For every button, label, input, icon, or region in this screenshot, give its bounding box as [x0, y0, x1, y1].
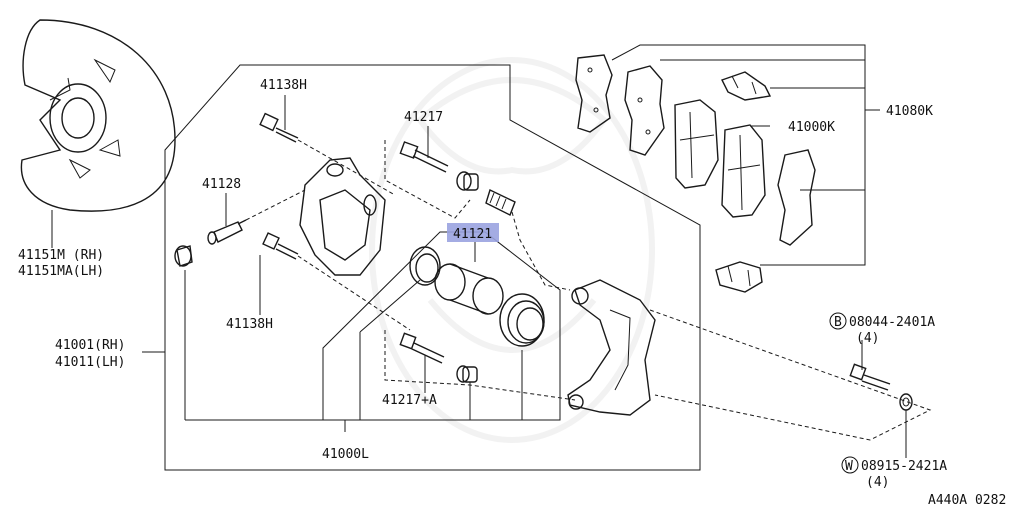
- brake-pad-inner[interactable]: [721, 124, 766, 218]
- caliper-bracket[interactable]: [567, 279, 656, 416]
- pad-kit-label: 41080K: [886, 104, 933, 119]
- bleeder-screw[interactable]: [207, 219, 247, 245]
- bleeder-cap[interactable]: [174, 245, 193, 267]
- slide-pin-low[interactable]: [399, 332, 445, 364]
- washer-w-label: 08915-2421A: [861, 459, 947, 474]
- callout-41217[interactable]: 41217: [404, 110, 443, 125]
- pin-bushing[interactable]: [485, 189, 516, 216]
- bushing-dash: [511, 211, 571, 291]
- callout-41128[interactable]: 41128: [202, 177, 241, 192]
- caliper-body[interactable]: [299, 157, 386, 276]
- callout-41151M[interactable]: 41151M (RH) 41151MA(LH): [18, 248, 104, 279]
- pin-top-label: 41217: [404, 110, 443, 125]
- pad-clip-bottom[interactable]: [715, 261, 763, 293]
- bolt-low-dash: [297, 255, 411, 331]
- dust-boot[interactable]: [499, 293, 545, 347]
- callout-08915-2421A[interactable]: W 08915-2421A (4): [841, 456, 947, 490]
- callout-08044-2401A[interactable]: B 08044-2401A (4): [829, 312, 935, 346]
- bolt-low-label: 41138H: [226, 317, 273, 332]
- piston-highlight: [447, 223, 499, 242]
- seal-kit-label: 41000L: [322, 447, 369, 462]
- shim-back[interactable]: [777, 149, 816, 246]
- bracket-bolt-dash: [649, 309, 932, 441]
- callout-41138H-top[interactable]: 41138H: [260, 78, 307, 93]
- shim-outer[interactable]: [575, 54, 613, 133]
- bolt-top-dash: [297, 139, 396, 196]
- washer-w-prefix: W: [845, 459, 853, 474]
- pad-kit-bracket: [611, 44, 866, 266]
- bleeder-label: 41128: [202, 177, 241, 192]
- callout-41000L[interactable]: 41000L: [322, 447, 369, 462]
- seal-kit-inner-2: [359, 279, 421, 333]
- watermark-emblem: [369, 57, 655, 443]
- bolt-b-qty: (4): [856, 331, 879, 346]
- pin-boot[interactable]: [456, 171, 479, 191]
- shield-lh-label: 41151MA(LH): [18, 264, 104, 279]
- caliper-rh-label: 41001(RH): [55, 338, 125, 353]
- pin-top-dash: [384, 140, 471, 219]
- pin-boot-low[interactable]: [456, 365, 478, 383]
- figure-code: A440A 0282: [928, 493, 1006, 508]
- pads-label: 41000K: [788, 120, 835, 135]
- callout-41217A[interactable]: 41217+A: [382, 393, 437, 408]
- shim-inner[interactable]: [624, 65, 665, 156]
- piston[interactable]: [434, 263, 504, 315]
- callout-41121[interactable]: 41121: [453, 227, 492, 242]
- slide-pin-top[interactable]: [399, 141, 449, 173]
- pin-low-dash: [384, 330, 576, 401]
- piston-label: 41121: [453, 227, 492, 242]
- washer-w-circle: [841, 456, 859, 474]
- bolt-b-label: 08044-2401A: [849, 315, 935, 330]
- brake-pad-outer[interactable]: [674, 99, 719, 189]
- bleeder-dash: [245, 189, 306, 221]
- bolt-top-label: 41138H: [260, 78, 307, 93]
- bolt-b-prefix: B: [834, 315, 842, 330]
- callout-41001[interactable]: 41001(RH) 41011(LH): [55, 338, 125, 370]
- bolt-b-circle: [829, 312, 847, 330]
- bracket-bolt[interactable]: [849, 363, 891, 391]
- pad-clip-top[interactable]: [721, 71, 772, 101]
- callout-41138H-low[interactable]: 41138H: [226, 317, 273, 332]
- callout-41000K[interactable]: 41000K: [788, 120, 835, 135]
- seal-kit-frame: [322, 231, 561, 421]
- bracket-washer[interactable]: [899, 393, 913, 411]
- caliper-lh-label: 41011(LH): [55, 355, 125, 370]
- shield-rh-label: 41151M (RH): [18, 248, 104, 263]
- splash-shield[interactable]: [20, 19, 176, 212]
- piston-seal[interactable]: [409, 246, 441, 286]
- pin-low-label: 41217+A: [382, 393, 437, 408]
- caliper-assy-frame: [164, 64, 701, 471]
- washer-w-qty: (4): [866, 475, 889, 490]
- callout-41080K[interactable]: 41080K: [886, 104, 933, 119]
- slide-bolt-top[interactable]: [259, 112, 299, 143]
- slide-bolt-low[interactable]: [262, 232, 299, 260]
